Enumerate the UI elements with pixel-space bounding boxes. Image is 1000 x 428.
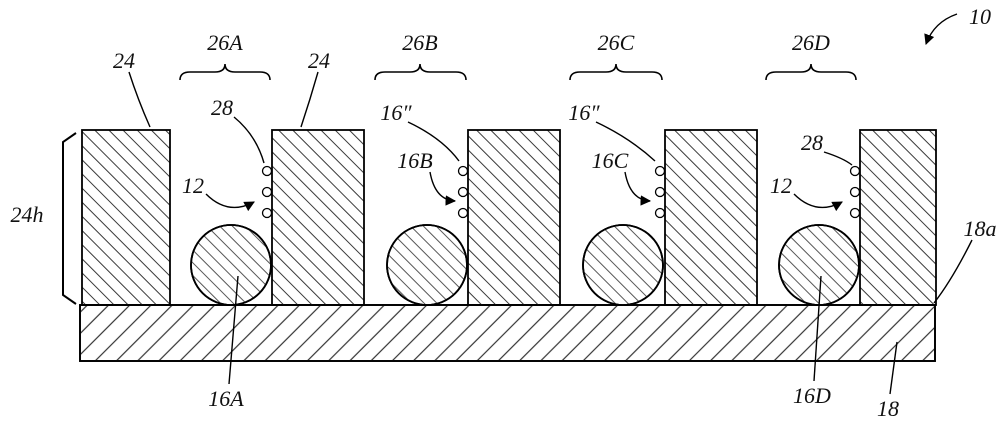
label-26c: 26C: [598, 30, 635, 55]
brace-26a: [179, 63, 271, 81]
brace-26b: [374, 63, 467, 81]
sphere-b: [386, 224, 468, 306]
gas-dot: [261, 165, 273, 177]
gas-dot: [849, 165, 861, 177]
arrows: [205, 13, 958, 212]
leader-16pp-b: [407, 121, 460, 162]
region-braces: [179, 63, 857, 81]
label-28-right: 28: [801, 130, 823, 155]
gas-dot: [261, 207, 273, 219]
leader-28-left: [233, 116, 265, 164]
sphere-a: [190, 224, 272, 306]
sphere-c: [582, 224, 664, 306]
label-26d: 26D: [792, 30, 830, 55]
gas-dot: [849, 207, 861, 219]
label-26a: 26A: [207, 30, 243, 55]
leader-16a: [228, 275, 239, 385]
gas-dot: [261, 186, 273, 198]
leader-28-right: [823, 151, 853, 166]
gas-dot: [654, 186, 666, 198]
leader-18a: [933, 239, 973, 304]
leader-18: [889, 341, 898, 395]
leader-lines: [128, 71, 973, 395]
gas-dot: [457, 207, 469, 219]
label-28-left: 28: [211, 95, 233, 120]
arrow-figure-ref: [924, 13, 958, 45]
sphere-d: [778, 224, 860, 306]
leader-24-left: [128, 71, 151, 128]
label-24h: 24h: [11, 202, 44, 227]
arrow-12-right: [793, 193, 843, 212]
leader-16d: [813, 275, 822, 382]
height-bracket: [62, 132, 77, 305]
gas-dot: [457, 186, 469, 198]
label-24-left: 24: [113, 48, 135, 73]
label-12-left: 12: [182, 173, 204, 198]
pillar-2: [271, 129, 365, 306]
pillars: [81, 129, 937, 306]
spheres: [190, 224, 860, 306]
label-10: 10: [969, 4, 991, 29]
label-26b: 26B: [402, 30, 437, 55]
brace-26c: [569, 63, 663, 81]
gas-dot: [654, 165, 666, 177]
label-18a: 18a: [964, 216, 997, 241]
leader-16pp-c: [595, 121, 656, 162]
pillar-3: [467, 129, 561, 306]
label-24-mid: 24: [308, 48, 330, 73]
arrow-16c: [624, 171, 652, 206]
label-16c: 16C: [592, 148, 629, 173]
label-18: 18: [877, 396, 899, 421]
labels: 10 26A 26B 26C 26D 24 24 24h 28 16″ 16″ …: [11, 4, 997, 421]
label-16a: 16A: [208, 386, 244, 411]
label-16d: 16D: [793, 383, 831, 408]
pillar-5: [859, 129, 937, 306]
arrow-12-left: [205, 193, 255, 212]
substrate-hatch: [79, 304, 936, 362]
gas-dots: [261, 165, 861, 219]
label-16pp-b: 16″: [380, 100, 412, 125]
arrow-16b: [429, 171, 457, 206]
label-16b: 16B: [397, 148, 432, 173]
pillar-4: [664, 129, 758, 306]
brace-26d: [765, 63, 857, 81]
gas-dot: [654, 207, 666, 219]
gas-dot: [457, 165, 469, 177]
label-12-right: 12: [770, 173, 792, 198]
leader-24-mid: [300, 71, 319, 128]
label-16pp-c: 16″: [568, 100, 600, 125]
pillar-1: [81, 129, 171, 306]
gas-dot: [849, 186, 861, 198]
